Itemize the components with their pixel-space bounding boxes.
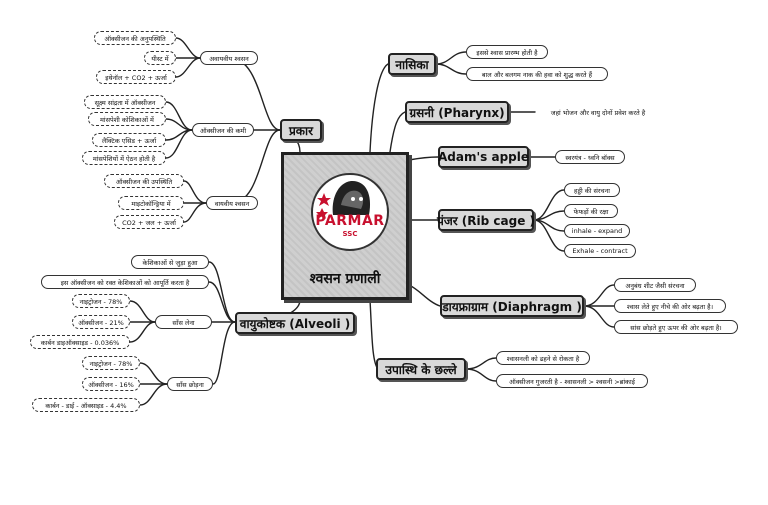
leaf-av-2: यीस्ट में: [144, 51, 176, 65]
leaf-vy-1: ऑक्सीजन की उपस्थिति: [104, 174, 184, 188]
leaf-na-2: बाल और बलगम नाक की हवा को शुद्ध करते हैं: [466, 67, 608, 81]
node-panjar: पंजर (Rib cage ): [437, 209, 535, 231]
leaf-sc-3: कार्बन - डाई - ऑक्साइड - 4.4%: [32, 398, 140, 412]
node-upasthi: उपास्थि के छल्ले: [376, 358, 466, 380]
node-vayaviya: वायवीय श्वसन: [206, 196, 258, 210]
leaf-vy-2: माइटोकॉन्ड्रिया में: [118, 196, 184, 210]
leaf-up-1: श्वासनली को ढहने से रोकता है: [496, 351, 590, 365]
logo-text: PARMAR: [315, 213, 385, 229]
leaf-up-2: ऑक्सीजन गुजरती है - श्वासनली > श्वसनी >ब…: [496, 374, 648, 388]
leaf-dp-2: श्वास लेते हुए नीचे की ओर बढ़ता है।: [614, 299, 726, 313]
leaf-gr-1: जहां भोजन और वायु दोनों प्रवेश करते है: [550, 108, 646, 117]
center-node: PARMAR SSC श्वसन प्रणाली: [281, 152, 409, 300]
leaf-pj-4: Exhale - contract: [564, 244, 636, 258]
leaf-dp-3: सांस छोड़ते हुए ऊपर की ओर बढ़ता है।: [614, 320, 738, 334]
leaf-vy-3: CO2 + जल + ऊर्जा: [114, 215, 184, 229]
leaf-sl-3: कार्बन डाइऑक्साइड - 0.036%: [30, 335, 130, 349]
node-vayukosthak: वायुकोष्टक (Alveoli ): [235, 312, 355, 334]
node-avayaviya: अवायवीय श्वसन: [200, 51, 258, 65]
leaf-pj-1: हड्डी की संरचना: [564, 183, 620, 197]
leaf-pj-3: inhale - expand: [564, 224, 630, 238]
logo-subtext: SSC: [342, 230, 358, 238]
node-saans-lena: साँस लेना: [155, 315, 212, 329]
node-nasika: नासिका: [388, 53, 436, 75]
leaf-ok-2: मांसपेशी कोशिकाओं में: [88, 112, 166, 126]
node-saans-chhodna: साँस छोड़ना: [167, 377, 213, 391]
leaf-sl-2: ऑक्सीजन - 21%: [72, 315, 130, 329]
leaf-sl-1: नाइट्रोजन - 78%: [72, 294, 130, 308]
leaf-vk-1: केशिकाओं से जुड़ा हुआ: [131, 255, 209, 269]
leaf-na-1: इससे श्वास प्रारम्भ होती है: [466, 45, 548, 59]
node-diaphragm: डायफ्राग्राम (Diaphragm ): [440, 295, 584, 317]
node-oxygen-kami: ऑक्सीजन की कमी: [192, 123, 254, 137]
node-adams-apple: Adam's apple: [438, 146, 529, 168]
leaf-ok-3: लैक्टिक एसिड + ऊर्जा: [92, 133, 166, 147]
leaf-dp-1: अनुबंध शीट जैसी संरचना: [614, 278, 696, 292]
lion-head-icon: PARMAR SSC: [311, 173, 389, 251]
leaf-av-3: इथेनॉल + CO2 + ऊर्जा: [96, 70, 176, 84]
leaf-vk-2: इस ऑक्सीजन को रक्त केशिकाओं को आपूर्ति क…: [41, 275, 209, 289]
node-grasni: ग्रसनी (Pharynx): [405, 101, 509, 123]
center-title: श्वसन प्रणाली: [309, 271, 381, 287]
node-prakar: प्रकार: [280, 119, 322, 141]
leaf-av-1: ऑक्सीजन की अनुपस्थिति: [94, 31, 176, 45]
leaf-sc-1: नाइट्रोजन - 78%: [82, 356, 140, 370]
leaf-ok-4: मांसपेशियों में ऐठन होती है: [82, 151, 166, 165]
leaf-ok-1: सूक्ष्म सांद्रता में ऑक्सीजन: [84, 95, 166, 109]
leaf-aa-1: स्वरयंत्र - ध्वनि बॉक्स: [555, 150, 625, 164]
leaf-pj-2: फेफड़ों की रक्षा: [564, 204, 618, 218]
leaf-sc-2: ऑक्सीजन - 16%: [82, 377, 140, 391]
